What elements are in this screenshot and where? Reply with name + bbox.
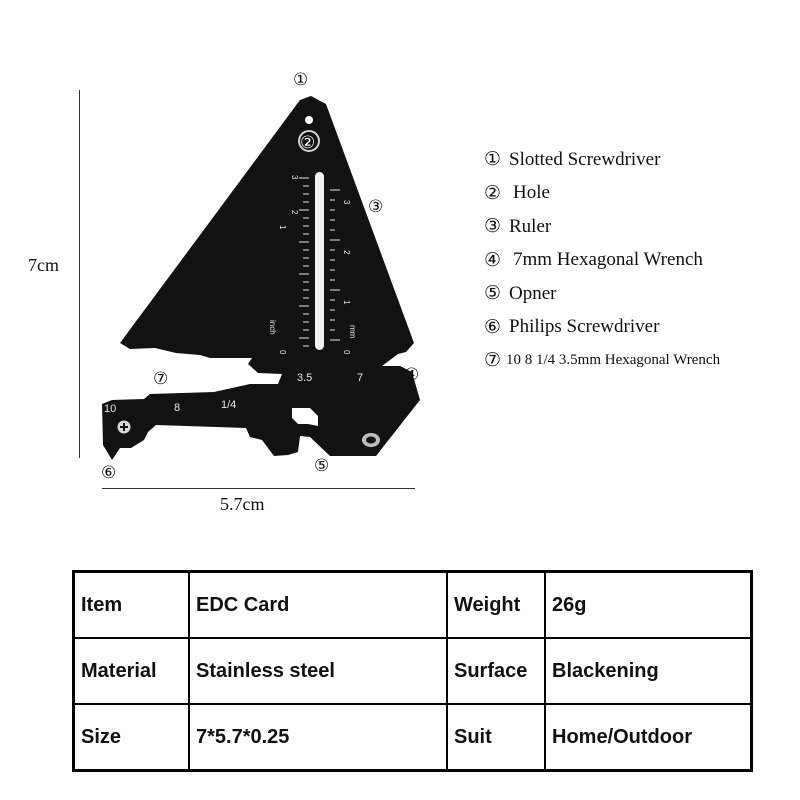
- legend-item: ⑥ Philips Screwdriver: [484, 311, 800, 345]
- spec-value: EDC Card: [188, 570, 448, 639]
- spec-label: Size: [72, 703, 190, 772]
- legend-item: ③ Ruler: [484, 210, 800, 244]
- legend-item: ④ 7mm Hexagonal Wrench: [484, 244, 800, 278]
- table-row: Size 7*5.7*0.25 Suit Home/Outdoor: [72, 703, 753, 772]
- hole-ring: [298, 130, 320, 152]
- ruler-slot: [315, 172, 324, 350]
- spec-value: Home/Outdoor: [544, 703, 753, 772]
- spec-table: Item EDC Card Weight 26g Material Stainl…: [72, 570, 753, 772]
- mm-scale-ticks: [330, 189, 340, 341]
- spec-value: 26g: [544, 570, 753, 639]
- legend-text: Ruler: [509, 215, 552, 237]
- wrench-size-label: 3.5: [297, 372, 312, 384]
- spec-label: Surface: [446, 637, 546, 705]
- spec-value: Blackening: [544, 637, 753, 705]
- legend-number: ⑦: [484, 350, 502, 372]
- wrench-size-label: 8: [174, 402, 180, 414]
- opener-notch: [292, 408, 318, 426]
- marker-5: ⑤: [314, 456, 330, 475]
- mm-scale-number: 3: [342, 200, 351, 205]
- rivet-center: [366, 436, 376, 444]
- legend-text: 7mm Hexagonal Wrench: [513, 249, 703, 271]
- inch-scale-number: 1: [278, 225, 287, 230]
- marker-1: ①: [293, 70, 309, 89]
- inch-scale-ticks: [299, 177, 309, 347]
- spec-value: 7*5.7*0.25: [188, 703, 448, 772]
- table-row: Item EDC Card Weight 26g: [72, 570, 753, 639]
- mm-scale-number: 2: [342, 250, 351, 255]
- width-dimension-line: [102, 488, 415, 489]
- legend-item: ⑦ 10 8 1/4 3.5mm Hexagonal Wrench: [484, 344, 800, 378]
- philips-cross-icon: [120, 423, 128, 431]
- inch-scale-number: 2: [290, 210, 299, 215]
- spec-label: Weight: [446, 570, 546, 639]
- width-dimension-label: 5.7cm: [220, 494, 265, 514]
- marker-2: ②: [300, 133, 316, 152]
- wrench-size-label: 10: [104, 403, 116, 415]
- table-row: Material Stainless steel Surface Blacken…: [72, 637, 753, 705]
- legend-item: ⑤ Opner: [484, 277, 800, 311]
- mm-scale-number: 0: [342, 350, 351, 355]
- spec-value: Stainless steel: [188, 637, 448, 705]
- legend-number: ④: [484, 249, 502, 271]
- legend-number: ③: [484, 216, 502, 238]
- wrench-size-label: 1/4: [221, 399, 236, 411]
- legend-item: ① Slotted Screwdriver: [484, 143, 800, 177]
- legend-text: Opner: [509, 282, 557, 304]
- marker-4: ④: [404, 365, 420, 384]
- legend-text: 10 8 1/4 3.5mm Hexagonal Wrench: [506, 352, 721, 369]
- inch-scale-number: 0: [278, 350, 287, 355]
- mm-scale-number: 1: [342, 300, 351, 305]
- legend-text: Philips Screwdriver: [509, 316, 660, 338]
- edc-card-tool-illustration: 3 2 1 0 inch 3 2 1 0 mm 10 8 1/4 3.5 7: [102, 96, 420, 460]
- legend-number: ⑥: [484, 316, 502, 338]
- legend-number: ①: [484, 149, 502, 171]
- feature-legend: ① Slotted Screwdriver ② Hole ③ Ruler ④ 7…: [484, 143, 800, 378]
- height-dimension-label: 7cm: [28, 255, 59, 275]
- top-hole: [305, 116, 313, 124]
- spec-label: Suit: [446, 703, 546, 772]
- inch-unit-label: inch: [268, 320, 277, 335]
- spec-label: Material: [72, 637, 190, 705]
- legend-number: ⑤: [484, 283, 502, 305]
- marker-7: ⑦: [153, 369, 169, 388]
- spec-label: Item: [72, 570, 190, 639]
- wrench-size-label: 7: [357, 372, 363, 384]
- marker-3: ③: [368, 197, 384, 216]
- legend-text: Slotted Screwdriver: [509, 148, 661, 170]
- mm-unit-label: mm: [348, 325, 357, 339]
- inch-scale-number: 3: [290, 175, 299, 180]
- legend-number: ②: [484, 182, 502, 204]
- marker-6: ⑥: [101, 463, 117, 482]
- legend-item: ② Hole: [484, 177, 800, 211]
- legend-text: Hole: [513, 182, 550, 204]
- tool-body: [102, 96, 420, 460]
- height-dimension-line: [79, 90, 80, 458]
